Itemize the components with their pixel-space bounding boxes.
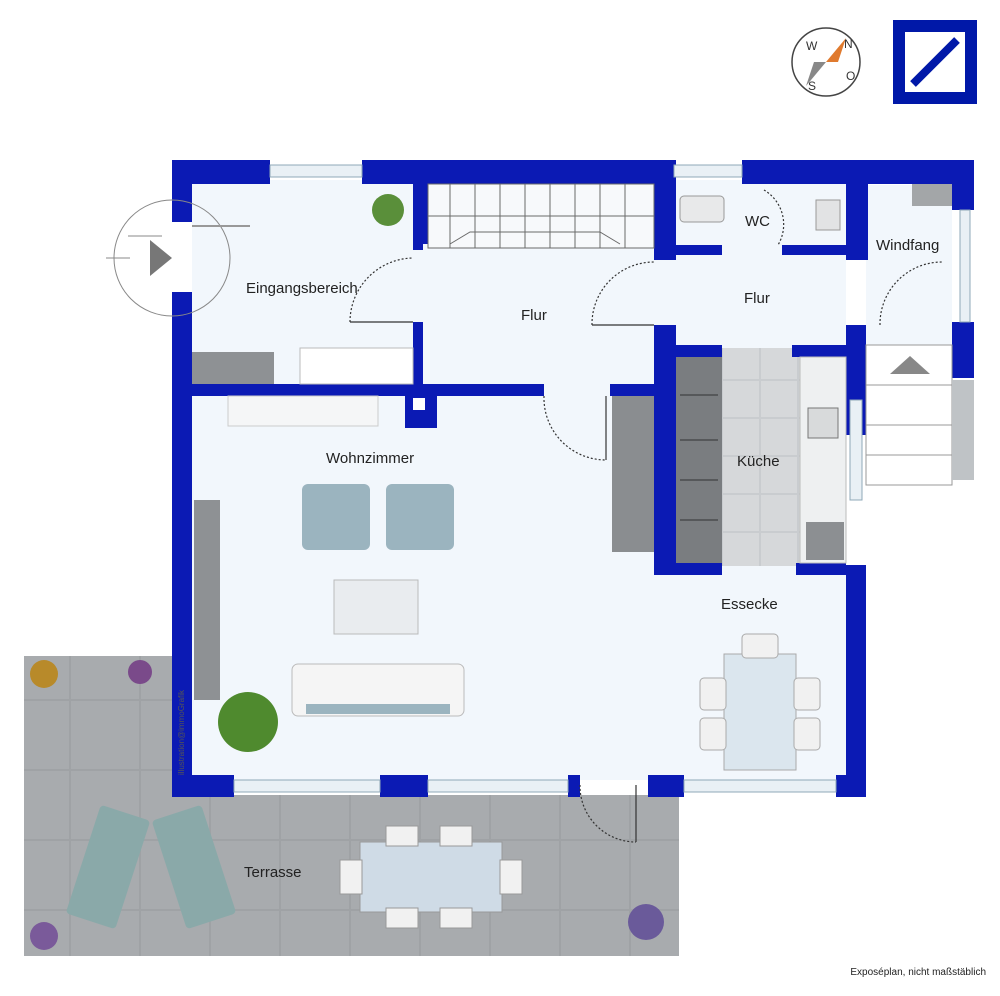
entrance-steps [865,344,974,486]
room-label-flur-left: Flur [521,307,547,324]
room-label-wc: WC [745,213,770,230]
room-label-flur-right: Flur [744,290,770,307]
entrance-arrow-icon [106,199,231,317]
compass-icon: N O S W [791,27,861,97]
compass-n: N [844,37,853,51]
room-label-windfang: Windfang [876,237,939,254]
plants [30,194,664,950]
living-furniture [192,347,465,717]
wc-fixtures [679,184,952,231]
room-label-essecke: Essecke [721,596,778,613]
dining-table [699,633,821,771]
kitchen-counters [612,356,847,564]
room-label-kueche: Küche [737,453,780,470]
room-label-eingangsbereich: Eingangsbereich [246,280,358,297]
compass-o: O [846,69,855,83]
terrace-furniture [66,805,523,929]
room-label-wohnzimmer: Wohnzimmer [326,450,414,467]
staircase [427,183,655,249]
windows [233,164,971,793]
deutsche-bank-logo [893,20,977,104]
plan-caption: Exposéplan, nicht maßstäblich [850,967,986,978]
illustration-credit: illustration@immoGrafik [177,689,186,775]
compass-w: W [806,39,818,53]
room-label-terrasse: Terrasse [244,864,302,881]
doors [349,189,943,843]
compass-s: S [808,79,816,93]
